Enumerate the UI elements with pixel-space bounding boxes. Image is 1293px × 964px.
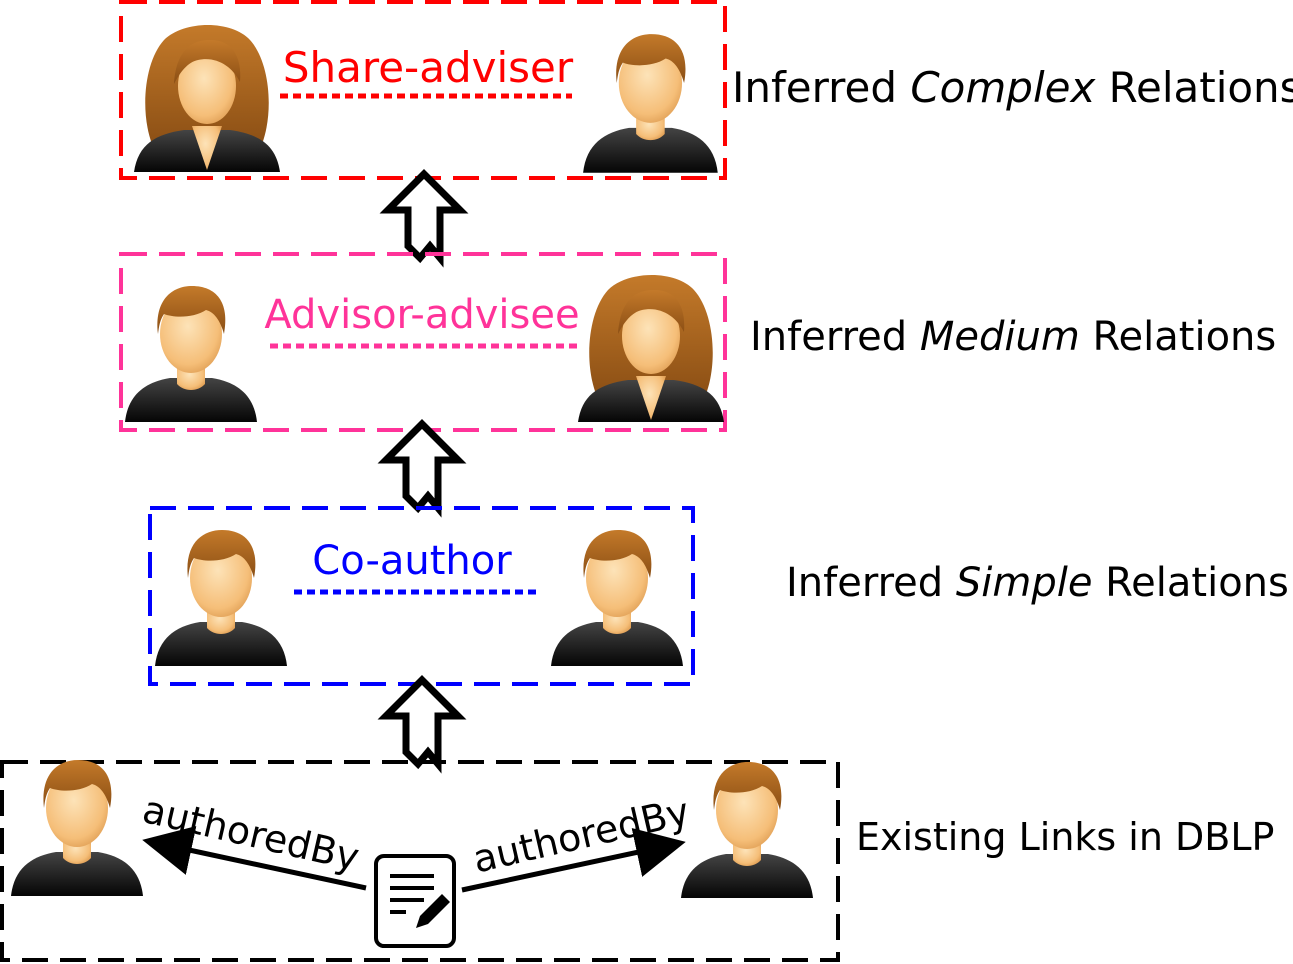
level-simple: Co-author Inferred Simple Relations (148, 506, 1289, 686)
relation-label-co-author: Co-author (312, 538, 512, 584)
level-label-complex: Inferred Complex Relations (732, 63, 1293, 112)
woman-avatar-icon (578, 275, 724, 422)
relation-label-share-adviser: Share-adviser (283, 43, 574, 92)
man-avatar-icon (155, 530, 287, 666)
man-avatar-icon (583, 34, 718, 173)
level-complex: Share-adviser Inferred Complex Relations (119, 0, 1293, 180)
level-label-existing: Existing Links in DBLP (856, 815, 1274, 859)
man-avatar-icon (125, 286, 257, 422)
level-label-simple: Inferred Simple Relations (786, 560, 1289, 606)
level-medium: Advisor-advisee Inferred Medium Relation… (119, 252, 1276, 432)
up-arrow-icon (388, 174, 460, 258)
up-arrow-icon (386, 680, 458, 764)
document-pen-icon (374, 854, 456, 948)
authoredby-edge-left (142, 825, 367, 891)
woman-avatar-icon (134, 25, 280, 172)
relation-label-advisor-advisee: Advisor-advisee (264, 292, 579, 338)
up-arrow-icon (386, 424, 458, 508)
level-label-medium: Inferred Medium Relations (750, 314, 1276, 360)
existing-box (0, 760, 840, 962)
edge-label-right: authoredBy (469, 789, 694, 881)
authoredby-edge-right (461, 827, 686, 893)
level-existing: authoredBy authoredBy Existing Links in … (0, 760, 1274, 962)
man-avatar-icon (11, 760, 143, 896)
man-avatar-icon (681, 762, 813, 898)
man-avatar-icon (551, 530, 683, 666)
